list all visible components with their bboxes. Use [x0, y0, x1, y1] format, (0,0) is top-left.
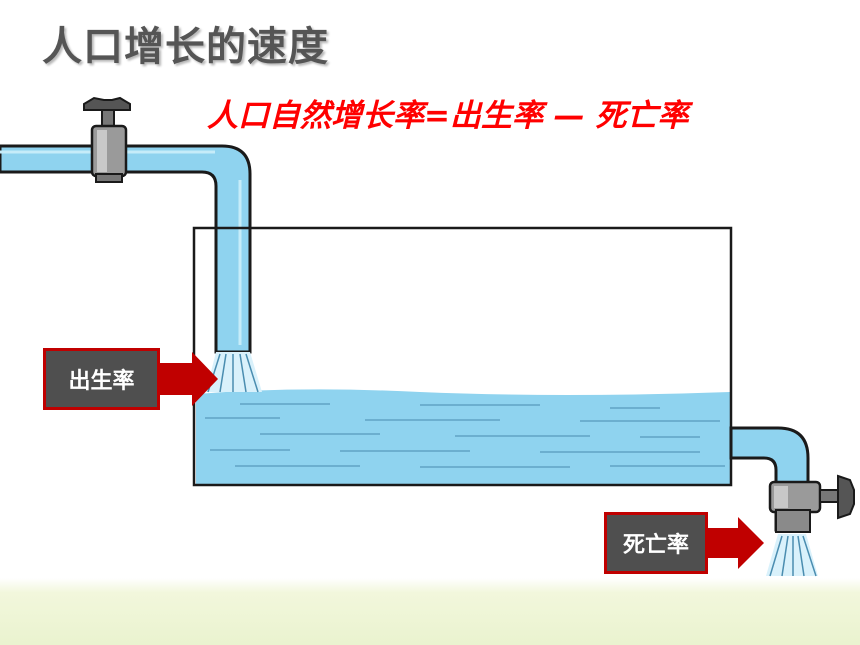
death-rate-label: 死亡率: [604, 512, 708, 574]
birth-rate-label: 出生率: [43, 348, 160, 410]
birth-arrow: [160, 352, 218, 406]
ground-band: [0, 578, 860, 645]
outflow-spray: [766, 534, 818, 577]
tank-water: [196, 389, 730, 484]
water-ripples: [205, 403, 725, 468]
death-arrow: [708, 517, 764, 569]
page-title: 人口增长的速度: [42, 24, 329, 70]
faucet-icon: [768, 474, 855, 533]
inflow-spray: [206, 352, 262, 393]
formula-text: 人口自然增长率=出生率 — 死亡率: [207, 98, 689, 134]
faucet-icon: [83, 96, 131, 183]
inlet-pipe: [0, 144, 252, 354]
